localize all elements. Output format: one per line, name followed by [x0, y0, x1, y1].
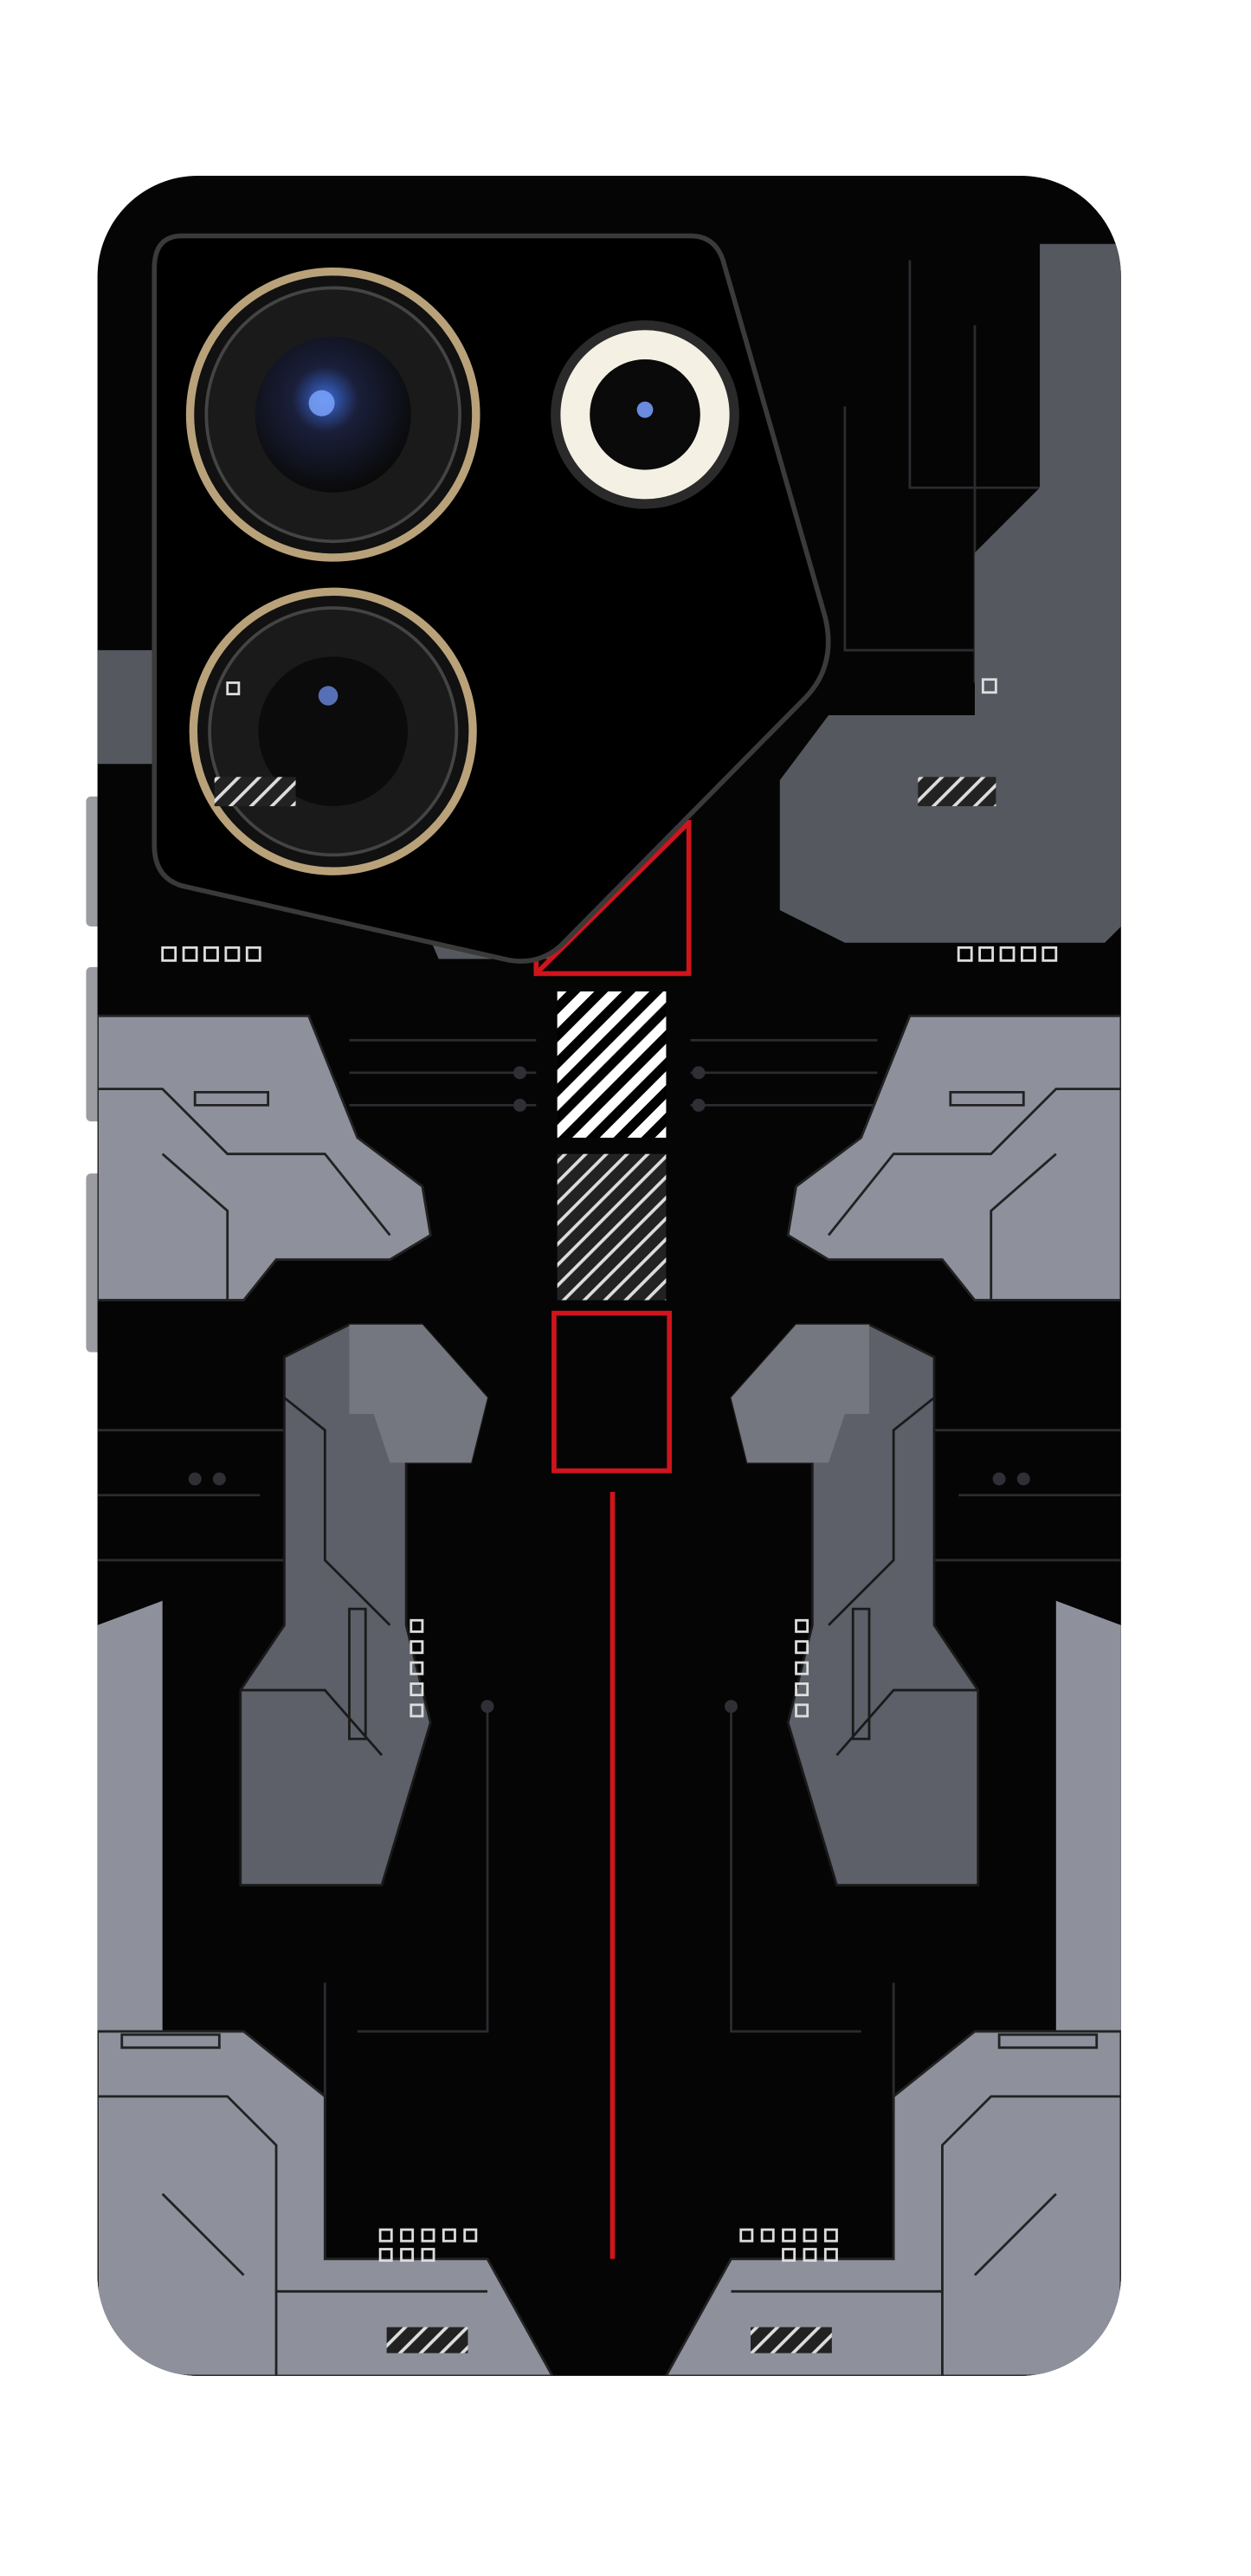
red-frame-bottom: [551, 1310, 672, 1474]
camera-lens-main: [185, 267, 480, 562]
right-foot-panel: [664, 2030, 1121, 2376]
flash-ring: [551, 320, 739, 509]
hatched-block-white: [557, 991, 667, 1138]
right-wing-panel: [786, 1014, 1121, 1301]
camera-lens-secondary: [189, 587, 477, 875]
hatched-block-grey: [557, 1153, 667, 1301]
left-foot-panel: [97, 2030, 555, 2376]
left-wing-panel: [97, 1014, 432, 1301]
